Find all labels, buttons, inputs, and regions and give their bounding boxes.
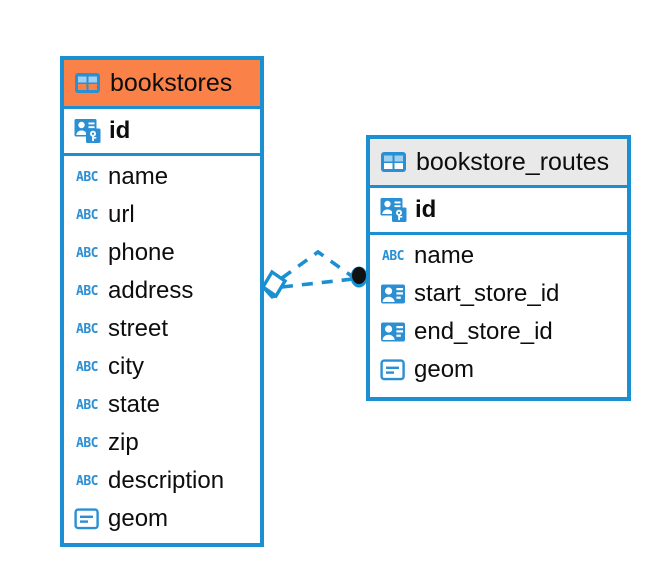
field-label: id [109, 117, 131, 144]
field-label: phone [108, 239, 175, 266]
abc-text-icon: ABC [76, 435, 98, 451]
foreign-key-icon [380, 321, 406, 343]
abc-text-icon: ABC [76, 169, 98, 185]
geometry-icon [74, 507, 100, 531]
primary-key-icon [74, 118, 101, 144]
field-label: city [108, 353, 144, 380]
primary-key-icon [380, 197, 407, 223]
field-row-id[interactable]: id [64, 109, 260, 153]
field-label: state [108, 391, 161, 418]
entity-header-bookstore-routes[interactable]: bookstore_routes [370, 139, 627, 185]
field-label: name [414, 242, 475, 269]
field-row-geom[interactable]: geom [64, 500, 260, 538]
abc-text-icon: ABC [76, 207, 98, 223]
field-label: zip [108, 429, 139, 456]
field-label: name [108, 163, 169, 190]
relationship-branch-upper [280, 249, 355, 280]
field-row-street[interactable]: ABC street [64, 310, 260, 348]
field-label: start_store_id [414, 280, 560, 307]
field-row-description[interactable]: ABC description [64, 462, 260, 500]
field-row-zip[interactable]: ABC zip [64, 424, 260, 462]
relationship-source-diamond-icon [260, 269, 288, 299]
entity-header-bookstores[interactable]: bookstores [64, 60, 260, 106]
field-label: street [108, 315, 169, 342]
table-icon [380, 151, 407, 173]
field-row-end-store-id[interactable]: end_store_id [370, 313, 627, 351]
relationship-target-circle-icon [350, 266, 368, 288]
field-label: geom [414, 356, 475, 383]
field-row-name[interactable]: ABC name [64, 158, 260, 196]
entity-table-bookstore-routes[interactable]: bookstore_routes [366, 135, 631, 401]
entity-title: bookstore_routes [416, 147, 610, 176]
field-row-geom[interactable]: geom [370, 351, 627, 389]
table-icon [74, 72, 101, 94]
entity-fields-bookstores: ABC name ABC url ABC phone ABC address A… [64, 156, 260, 543]
field-row-id[interactable]: id [370, 188, 627, 232]
field-label: url [108, 201, 135, 228]
field-row-city[interactable]: ABC city [64, 348, 260, 386]
entity-table-bookstores[interactable]: bookstores [60, 56, 264, 547]
field-label: id [415, 196, 437, 223]
abc-text-icon: ABC [76, 321, 98, 337]
field-label: description [108, 467, 225, 494]
abc-text-icon: ABC [76, 359, 98, 375]
entity-primary-key-group-bookstore-routes: id [370, 185, 627, 235]
field-label: address [108, 277, 194, 304]
field-label: geom [108, 505, 169, 532]
field-row-url[interactable]: ABC url [64, 196, 260, 234]
field-row-phone[interactable]: ABC phone [64, 234, 260, 272]
field-row-address[interactable]: ABC address [64, 272, 260, 310]
relationship-branch-lower [281, 277, 354, 289]
abc-text-icon: ABC [76, 473, 98, 489]
abc-text-icon: ABC [382, 248, 404, 264]
entity-primary-key-group-bookstores: id [64, 106, 260, 156]
field-row-state[interactable]: ABC state [64, 386, 260, 424]
entity-title: bookstores [110, 68, 233, 97]
foreign-key-icon [380, 283, 406, 305]
field-row-start-store-id[interactable]: start_store_id [370, 275, 627, 313]
field-label: end_store_id [414, 318, 553, 345]
geometry-icon [380, 358, 406, 382]
abc-text-icon: ABC [76, 245, 98, 261]
abc-text-icon: ABC [76, 397, 98, 413]
entity-fields-bookstore-routes: ABC name start_store_id [370, 235, 627, 397]
field-row-name[interactable]: ABC name [370, 237, 627, 275]
abc-text-icon: ABC [76, 283, 98, 299]
